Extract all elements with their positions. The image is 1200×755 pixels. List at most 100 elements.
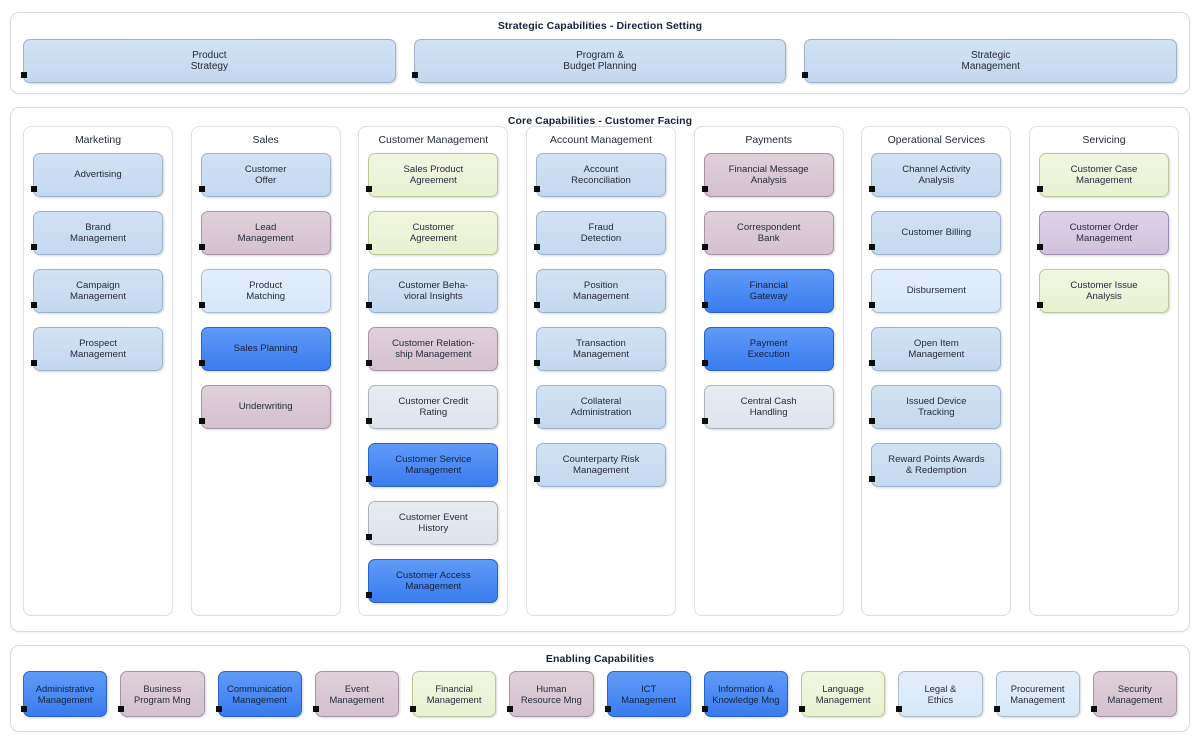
capability-card-program-budget-planning[interactable]: Program &Budget Planning [411, 39, 787, 83]
capability-card-underwriting[interactable]: Underwriting [198, 385, 331, 429]
column-title: Servicing [1082, 134, 1126, 146]
column-title: Sales [252, 134, 279, 146]
capability-marker-icon [869, 360, 876, 366]
capability-card-customer-relation-ship-management[interactable]: Customer Relation-ship Management [366, 327, 499, 371]
capability-marker-icon [1037, 244, 1043, 250]
capability-marker-icon [312, 706, 319, 712]
capability-card-customer-beha-vioral-insights[interactable]: Customer Beha-vioral Insights [366, 269, 499, 313]
capability-label: Customer Billing [901, 227, 972, 239]
capability-marker-icon [701, 706, 708, 712]
capability-card-information-knowledge-mng[interactable]: Information &Knowledge Mng [701, 671, 788, 717]
capability-marker-icon [534, 360, 540, 366]
column-title: Operational Services [887, 134, 986, 146]
capability-marker-icon [366, 186, 373, 192]
capability-marker-icon [31, 244, 37, 250]
capability-marker-icon [534, 418, 540, 424]
capability-label: Underwriting [238, 401, 293, 413]
capability-card-legal-ethics[interactable]: Legal &Ethics [896, 671, 983, 717]
capability-marker-icon [198, 418, 205, 424]
capability-marker-icon [31, 186, 37, 192]
panel-title-enabling: Enabling Capabilities [545, 653, 655, 665]
column-title: Account Management [549, 134, 653, 146]
capability-card-sales-planning[interactable]: Sales Planning [198, 327, 331, 371]
capability-marker-icon [869, 476, 876, 482]
capability-card-reward-points-awards-redemption[interactable]: Reward Points Awards& Redemption [869, 443, 1002, 487]
capability-marker-icon [534, 476, 540, 482]
capability-card-disbursement[interactable]: Disbursement [869, 269, 1002, 313]
capability-card-customer-billing[interactable]: Customer Billing [869, 211, 1002, 255]
capability-marker-icon [198, 302, 205, 308]
capability-marker-icon [366, 592, 373, 598]
capability-marker-icon [366, 418, 373, 424]
capability-marker-icon [799, 706, 805, 712]
capability-marker-icon [366, 534, 373, 540]
capability-marker-icon [31, 360, 37, 366]
capability-card-advertising[interactable]: Advertising [31, 153, 163, 197]
capability-label: Sales Planning [233, 343, 298, 355]
capability-marker-icon [21, 72, 27, 78]
